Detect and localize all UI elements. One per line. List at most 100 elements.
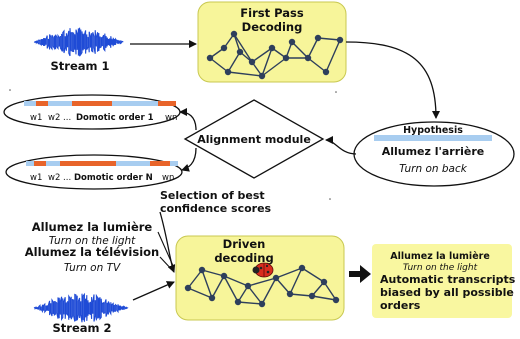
lattice-edge bbox=[307, 37, 319, 59]
hypothesis-bar bbox=[374, 135, 492, 141]
result-text: Allumez la lumière bbox=[390, 251, 490, 262]
first-pass-to-hypothesis-arrow bbox=[345, 41, 440, 119]
lattice-node bbox=[220, 272, 228, 280]
lattice-node bbox=[208, 294, 216, 302]
lattice-node bbox=[336, 36, 344, 44]
alignment-to-orderN-arrow bbox=[181, 147, 197, 172]
lattice-edge bbox=[187, 269, 203, 289]
stream1-label: Stream 1 bbox=[51, 59, 110, 73]
lattice-edge bbox=[237, 301, 263, 305]
candidate-2-translation: Turn on TV bbox=[64, 262, 121, 274]
word-block-nc bbox=[150, 161, 170, 166]
candidate-2-text: Allumez la télévision bbox=[25, 245, 160, 259]
word-block-na bbox=[34, 161, 46, 166]
lattice-node bbox=[286, 290, 294, 298]
selection-line1: Selection of best bbox=[160, 189, 265, 202]
lattice-edge bbox=[251, 47, 273, 63]
stream2-label: Stream 2 bbox=[53, 321, 112, 335]
lattice-node bbox=[304, 54, 312, 62]
lattice-edge bbox=[301, 267, 325, 283]
result-line1: Automatic transcripts bbox=[380, 273, 516, 286]
lattice-node bbox=[236, 48, 244, 56]
selection-to-driven-arrow bbox=[159, 211, 176, 273]
lattice-edge bbox=[261, 57, 287, 77]
ladybug-icon bbox=[252, 262, 274, 278]
driven-title-line1: Driven bbox=[223, 237, 266, 251]
hypothesis-text: Allumez l'arrière bbox=[382, 145, 485, 158]
alignment-to-order1-arrow bbox=[179, 108, 197, 131]
driven-lattice bbox=[184, 264, 340, 308]
lattice-node bbox=[298, 264, 306, 272]
result-translation: Turn on the light bbox=[403, 263, 478, 273]
alignment-label: Alignment module bbox=[197, 133, 311, 146]
lattice-edge bbox=[289, 267, 303, 295]
lattice-node bbox=[234, 298, 242, 306]
lattice-node bbox=[308, 292, 316, 300]
lattice-node bbox=[322, 68, 330, 76]
lattice-node bbox=[230, 30, 238, 38]
lattice-node bbox=[282, 54, 290, 62]
lattice-edge bbox=[223, 275, 239, 303]
lattice-edge bbox=[317, 37, 341, 41]
result-line2: biased by all possible bbox=[380, 286, 514, 299]
result-box bbox=[372, 244, 512, 318]
lattice-node bbox=[258, 72, 266, 80]
lattice-node bbox=[314, 34, 322, 42]
lattice-node bbox=[258, 300, 266, 308]
lattice-edge bbox=[209, 57, 229, 73]
lattice-edge bbox=[289, 293, 313, 297]
lattice-node bbox=[198, 266, 206, 274]
lattice-edge bbox=[261, 47, 273, 77]
lattice-edge bbox=[227, 71, 263, 77]
lattice-edge bbox=[325, 39, 341, 73]
lattice-node bbox=[206, 54, 214, 62]
alignment-diamond bbox=[183, 99, 325, 179]
hypothesis-to-alignment-arrow bbox=[325, 136, 357, 155]
lattice-edge bbox=[261, 277, 277, 305]
lattice-node bbox=[288, 38, 296, 46]
candidate1-to-driven-line bbox=[157, 231, 175, 269]
seq1-order: Domotic order 1 bbox=[76, 113, 154, 123]
lattice-node bbox=[248, 58, 256, 66]
lattice-node bbox=[220, 44, 228, 52]
sequence-ellipse-1 bbox=[3, 94, 181, 130]
word-block-nb bbox=[60, 161, 116, 166]
lattice-edge bbox=[247, 277, 277, 287]
stream1-waveform-icon bbox=[33, 27, 124, 57]
lattice-node bbox=[272, 274, 280, 282]
driven-decoding-box bbox=[175, 235, 345, 321]
lattice-edge bbox=[201, 269, 213, 299]
hypothesis-title: Hypothesis bbox=[403, 125, 463, 136]
hypothesis-translation: Turn on back bbox=[399, 163, 468, 175]
lattice-node bbox=[320, 278, 328, 286]
sequence-ellipse-n bbox=[5, 154, 183, 190]
word-block-1c bbox=[158, 101, 176, 106]
seq1-wn: wn bbox=[165, 113, 177, 123]
driven-to-result-arrow bbox=[349, 265, 371, 283]
lattice-edge bbox=[323, 281, 337, 301]
lattice-edge bbox=[227, 51, 241, 73]
first-pass-lattice bbox=[206, 30, 344, 80]
candidate-1-translation: Turn on the light bbox=[49, 235, 136, 247]
first-pass-title-line2: Decoding bbox=[242, 20, 303, 34]
word-block-1b bbox=[72, 101, 112, 106]
seqn-w1: w1 bbox=[30, 173, 42, 183]
lattice-edge bbox=[291, 41, 309, 59]
word-block-1a bbox=[36, 101, 48, 106]
candidate2-to-driven-line bbox=[159, 256, 175, 273]
lattice-node bbox=[332, 296, 340, 304]
driven-title-line2: decoding bbox=[214, 251, 273, 265]
lattice-edge bbox=[311, 295, 337, 301]
result-line3: orders bbox=[380, 299, 421, 312]
lattice-edge bbox=[223, 275, 249, 287]
lattice-edge bbox=[307, 57, 327, 73]
seqn-wn: wn bbox=[162, 173, 174, 183]
seq1-w1: w1 bbox=[30, 113, 42, 123]
lattice-node bbox=[184, 284, 192, 292]
selection-line2: confidence scores bbox=[160, 202, 272, 215]
stream2-arrow bbox=[132, 281, 175, 301]
lattice-edge bbox=[275, 277, 291, 295]
stream2-waveform-icon bbox=[33, 292, 129, 323]
